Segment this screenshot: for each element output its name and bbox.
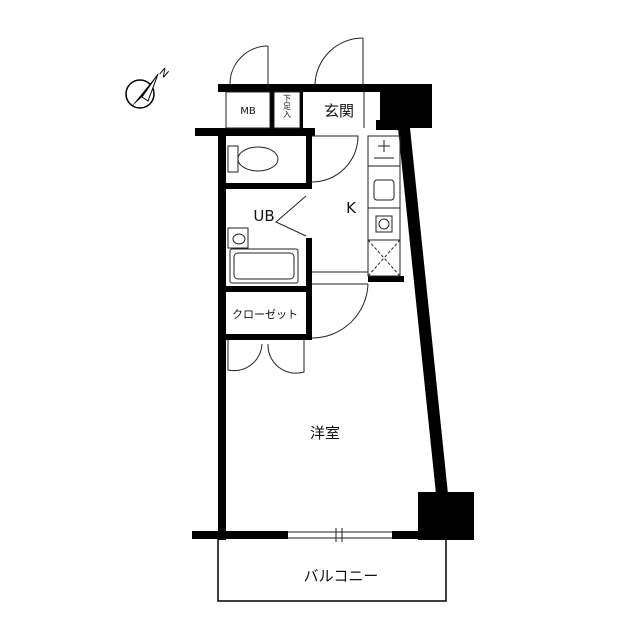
sink-icon <box>373 179 395 201</box>
washbasin-icon <box>227 227 249 249</box>
toilet-room <box>227 135 359 183</box>
stove-burner-icon <box>378 218 390 230</box>
wall-bath-bottom <box>222 286 312 292</box>
bathtub-icon <box>229 248 299 284</box>
faucet-icon <box>374 140 394 159</box>
compass: N <box>125 65 172 109</box>
room-door-swing <box>311 283 369 339</box>
toilet-tank <box>227 145 239 173</box>
wall-shoe-divider <box>300 92 303 130</box>
entrance-door-swing <box>314 37 364 85</box>
wall-top <box>218 84 432 92</box>
wall-upper-left <box>195 128 315 136</box>
kitchen-label: K <box>346 199 357 217</box>
balcony-window[interactable] <box>288 528 392 542</box>
closet-door-left-swing <box>227 340 263 372</box>
wall-closet-bottom <box>222 334 312 340</box>
mb-door-swing <box>229 45 269 85</box>
mb-label: MB <box>240 106 256 117</box>
shoe-box <box>273 91 301 129</box>
wall-mb-divider <box>270 92 274 130</box>
toilet-bowl-icon <box>237 146 279 172</box>
wall-column-small <box>376 120 406 130</box>
closet-door-right-swing <box>267 340 305 374</box>
wall-toilet-bath <box>222 183 312 189</box>
shoe-storage-label: 下足入 <box>283 94 292 118</box>
wall-kitchen-bottom <box>368 276 404 282</box>
bath-door-swing <box>275 195 307 237</box>
stove-icon <box>375 215 393 233</box>
walls <box>192 84 474 540</box>
north-arrow-half-icon <box>141 73 159 102</box>
entrance-doors <box>225 37 365 129</box>
compass-n-label: N <box>157 65 172 80</box>
wall-toilet-right <box>306 128 312 189</box>
balcony-label: バルコニー <box>304 567 379 585</box>
closet-and-doors <box>227 283 369 374</box>
western-room-label: 洋室 <box>310 424 340 442</box>
fridge-space-diag-1 <box>367 239 401 277</box>
kitchen-counter <box>367 135 401 277</box>
compass-ring <box>125 79 155 109</box>
wall-column-bottom <box>418 492 474 540</box>
balcony: バルコニー <box>217 537 447 602</box>
unit-bath-label: UB <box>253 207 274 225</box>
unit-bath <box>227 195 307 284</box>
washbasin-bowl <box>232 233 246 245</box>
fridge-space-diag-2 <box>367 239 401 277</box>
closet-label: クローゼット <box>232 308 298 321</box>
north-arrow-icon <box>131 74 158 107</box>
bathtub-inner <box>233 252 295 280</box>
entrance-label: 玄関 <box>324 102 354 120</box>
mb-box <box>225 91 271 129</box>
wall-bottom-left <box>192 531 288 539</box>
kitchen-fixtures <box>312 135 401 277</box>
balcony-rail <box>217 537 447 602</box>
toilet-door-swing <box>311 135 359 183</box>
wall-right-slanted <box>398 128 448 494</box>
